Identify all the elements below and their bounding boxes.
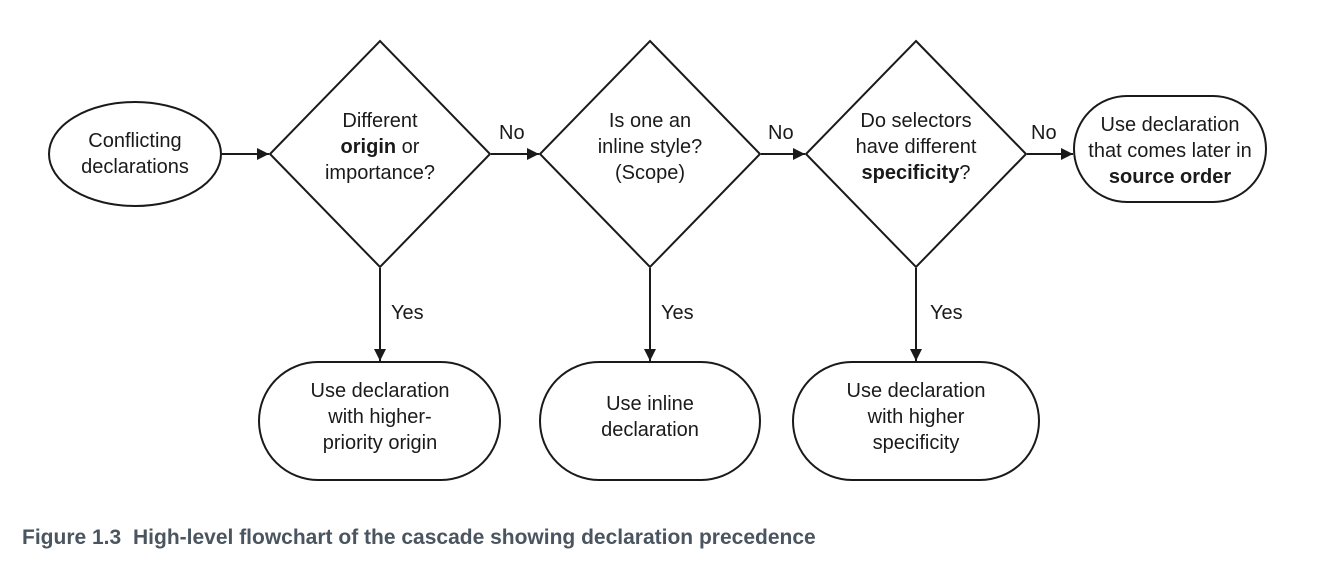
label-yes: Yes — [930, 302, 963, 324]
decision-specificity-line: specificity? — [862, 162, 971, 184]
decision-inline-line: inline style? — [598, 136, 703, 158]
end-node-line: source order — [1109, 166, 1231, 188]
end-node-line: that comes later in — [1088, 140, 1251, 162]
result-inline-line: declaration — [601, 419, 699, 441]
figure-caption-text: High-level flowchart of the cascade show… — [133, 526, 816, 549]
end-node-source-order: Use declaration that comes later in sour… — [1073, 95, 1267, 203]
label-no: No — [768, 122, 794, 144]
decision-inline-line: (Scope) — [615, 162, 685, 184]
start-node-line: declarations — [81, 156, 189, 178]
result-origin-line: priority origin — [323, 432, 437, 454]
decision-origin-line: origin or — [341, 136, 420, 158]
decision-inline-line: Is one an — [609, 110, 691, 132]
label-yes: Yes — [661, 302, 694, 324]
label-no: No — [1031, 122, 1057, 144]
result-origin-line: Use declaration — [311, 380, 450, 402]
label-no: No — [499, 122, 525, 144]
decision-specificity-line: have different — [856, 136, 977, 158]
start-node-conflicting-declarations: Conflicting declarations — [48, 101, 222, 207]
figure-caption: Figure 1.3 High-level flowchart of the ca… — [22, 526, 816, 550]
decision-origin-line: importance? — [325, 162, 435, 184]
decision-inline-style: Is one an inline style? (Scope) — [538, 39, 762, 269]
result-specificity-line: with higher — [867, 406, 965, 428]
figure-number: Figure 1.3 — [22, 526, 122, 549]
result-higher-specificity: Use declaration with higher specificity — [792, 361, 1040, 481]
start-node-line: Conflicting — [88, 130, 181, 152]
result-specificity-line: specificity — [873, 432, 960, 454]
cascade-flowchart: Conflicting declarations Different origi… — [48, 39, 1267, 481]
result-specificity-line: Use declaration — [847, 380, 986, 402]
label-yes: Yes — [391, 302, 424, 324]
result-origin-line: with higher- — [327, 406, 431, 428]
decision-specificity: Do selectors have different specificity? — [804, 39, 1028, 269]
result-higher-priority-origin: Use declaration with higher- priority or… — [258, 361, 501, 481]
decision-origin-line: Different — [342, 110, 418, 132]
result-inline-line: Use inline — [606, 393, 694, 415]
end-node-line: Use declaration — [1101, 114, 1240, 136]
decision-specificity-line: Do selectors — [860, 110, 971, 132]
result-inline-declaration: Use inline declaration — [539, 361, 761, 481]
decision-origin-importance: Different origin or importance? — [268, 39, 492, 269]
